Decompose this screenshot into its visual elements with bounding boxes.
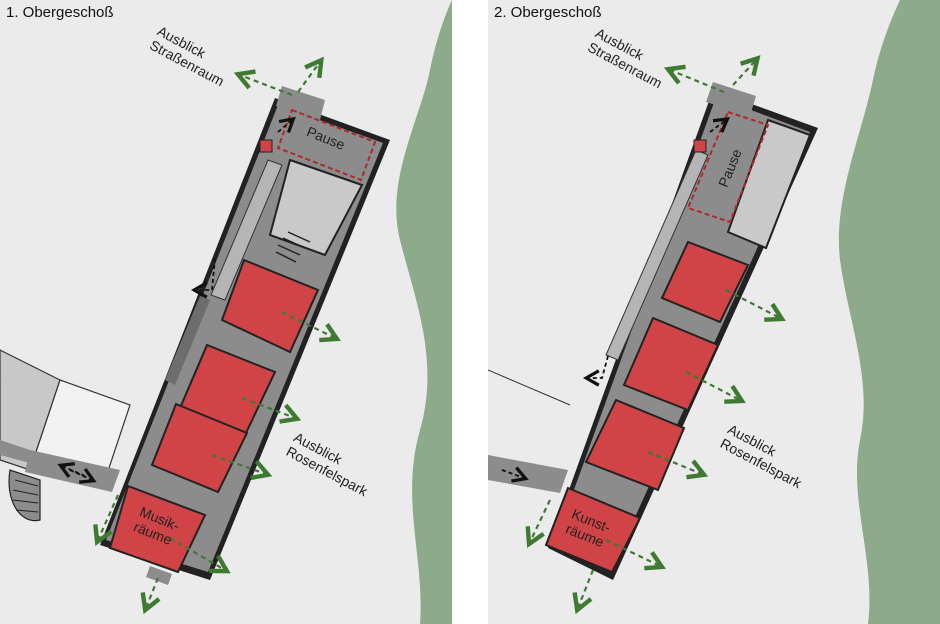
floor-plan-drawing	[488, 0, 940, 624]
floor-title: 2. Obergeschoß	[494, 4, 602, 21]
floor-plan-drawing	[0, 0, 452, 624]
storage-room	[268, 158, 364, 257]
access-arrow-pause	[709, 116, 731, 133]
room-3	[584, 398, 686, 492]
room-2	[622, 316, 720, 412]
room-3	[150, 402, 249, 494]
stair-stub	[706, 82, 756, 116]
floor-title: 1. Obergeschoß	[6, 4, 114, 21]
south-stub	[146, 566, 172, 585]
adjacent-building	[0, 349, 131, 522]
north-facade	[165, 296, 210, 385]
access-arrow-stairs	[582, 355, 609, 387]
stairs	[210, 159, 283, 301]
view-arrow-park-2	[241, 396, 295, 418]
view-arrow-street-west	[240, 75, 293, 97]
access-arrows	[501, 116, 731, 483]
room-1	[220, 258, 320, 354]
small-red-room	[693, 139, 707, 153]
view-arrow-south	[578, 569, 595, 608]
access-arrows	[57, 116, 296, 484]
view-arrow-park-2	[685, 371, 740, 400]
stair-railing	[275, 231, 311, 263]
view-arrow-west	[530, 499, 551, 542]
small-red-room	[259, 139, 273, 153]
music-rooms	[108, 484, 207, 574]
view-arrow-park-4	[169, 537, 225, 570]
access-arrow-pause	[277, 116, 296, 134]
park-area	[838, 0, 940, 624]
art-rooms	[544, 486, 642, 574]
view-arrows	[98, 62, 335, 608]
pause-zone-outline	[686, 110, 770, 224]
adjacent-outline	[488, 369, 571, 406]
access-arrow-stairs	[190, 257, 216, 299]
stairs	[605, 149, 709, 361]
view-arrows	[530, 60, 780, 608]
view-arrow-park-1	[725, 289, 780, 318]
room-1	[660, 240, 750, 324]
park-area	[396, 0, 452, 624]
pause-zone-outline	[276, 108, 377, 182]
view-arrow-park-3	[647, 450, 702, 474]
view-arrow-street-west	[670, 70, 725, 94]
view-arrow-park-3	[211, 453, 266, 474]
access-arrow-corridor	[501, 466, 529, 483]
view-arrow-park-1	[281, 311, 335, 338]
view-arrow-street-north	[732, 60, 756, 86]
view-arrow-park-4	[605, 539, 660, 566]
view-arrow-street-north	[297, 62, 320, 93]
